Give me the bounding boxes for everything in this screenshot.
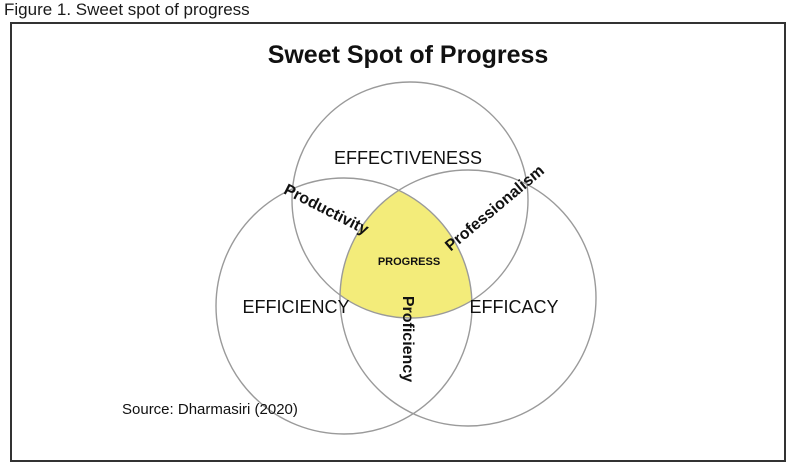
effectiveness-circle [291, 81, 529, 319]
set-label-efficiency: EFFICIENCY [242, 297, 349, 317]
efficiency-circle [215, 177, 473, 435]
intersection-label-productivity: Productivity [281, 181, 371, 238]
intersection-label-progress: PROGRESS [378, 256, 440, 268]
intersection-label-proficiency: Proficiency [399, 296, 416, 382]
set-label-efficacy: EFFICACY [469, 297, 558, 317]
diagram-title: Sweet Spot of Progress [268, 41, 549, 69]
intersection-label-professionalism: Professionalism [442, 162, 548, 254]
figure-caption: Figure 1. Sweet spot of progress [4, 0, 250, 19]
source-note: Source: Dharmasiri (2020) [122, 401, 298, 418]
efficacy-circle [339, 169, 597, 427]
set-label-effectiveness: EFFECTIVENESS [334, 148, 482, 168]
